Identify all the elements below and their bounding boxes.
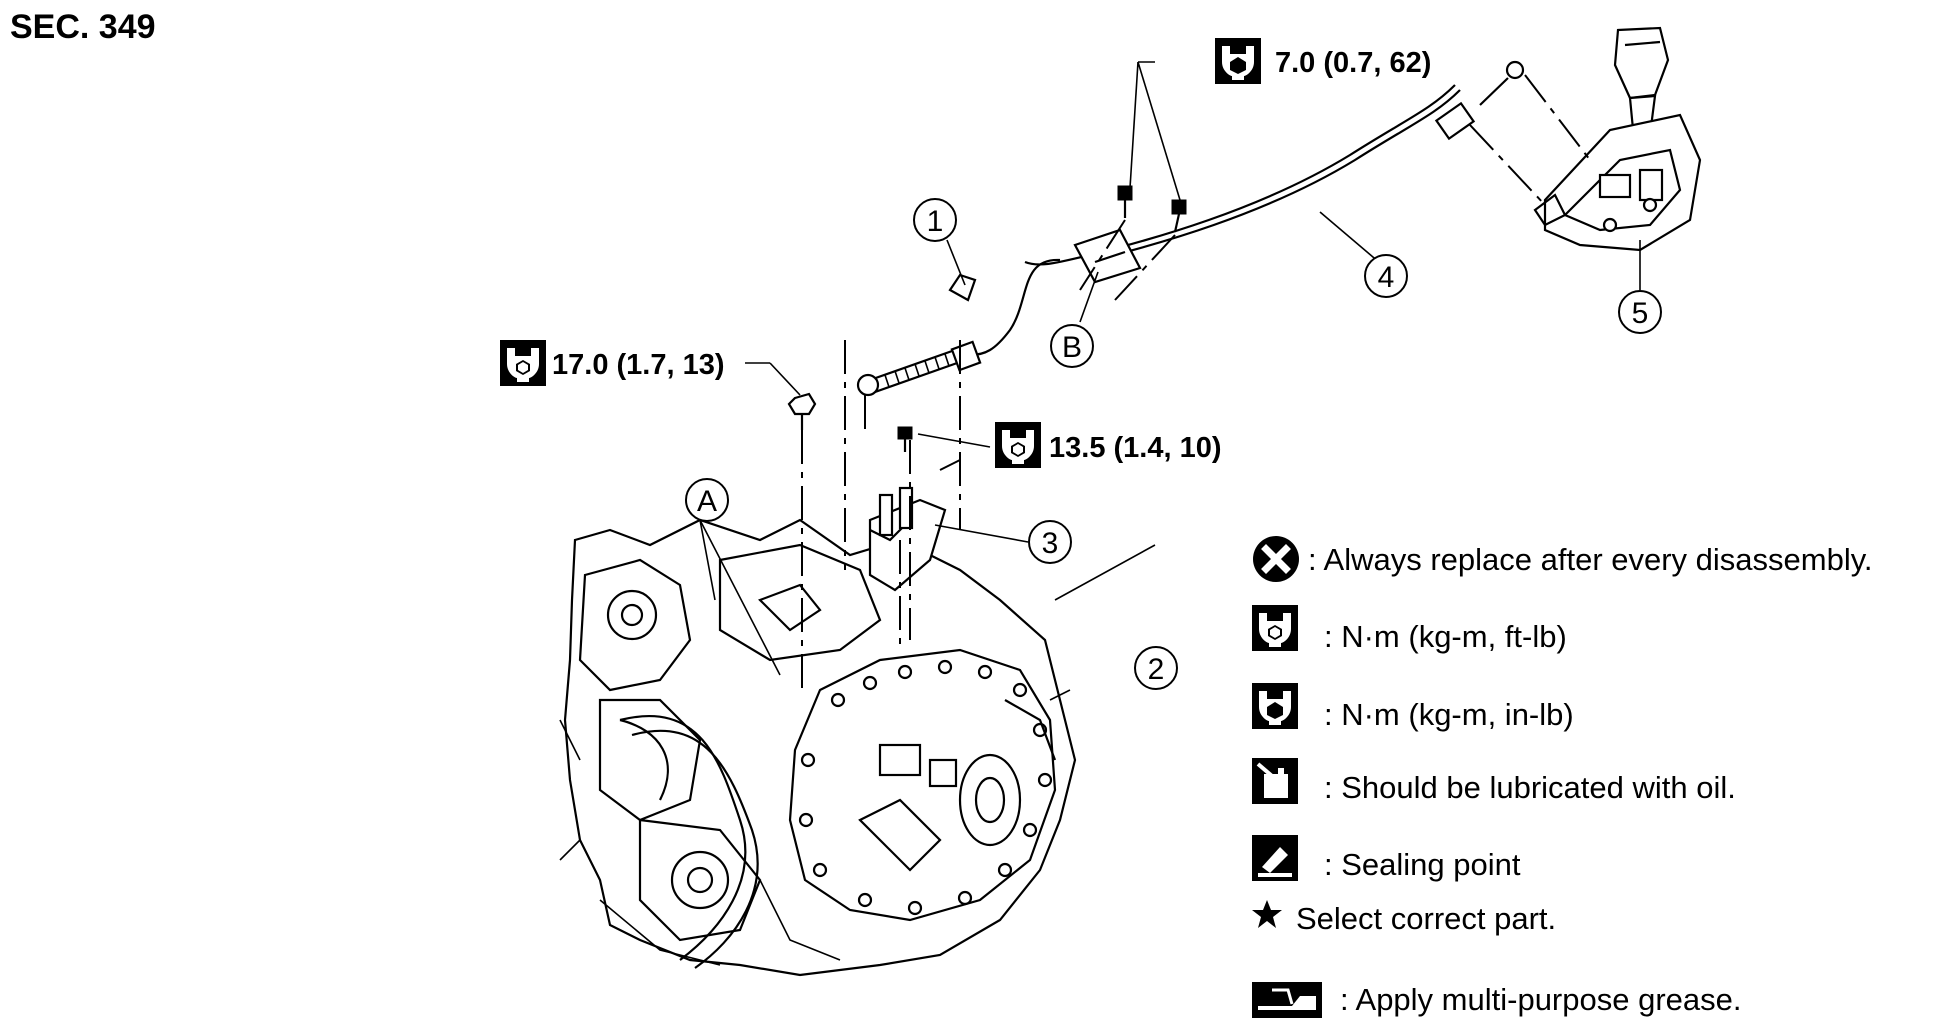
callout-b: B <box>1050 324 1094 368</box>
svg-text:: Should be lubricated with oi: : Should be lubricated with oil. <box>1324 770 1736 805</box>
callout-3: 3 <box>1028 520 1072 564</box>
torque-wrench-ft-lb-icon <box>500 340 546 386</box>
section-title: SEC. 349 <box>10 8 156 46</box>
torque-value: 13.5 (1.4, 10) <box>1049 432 1222 464</box>
svg-text:1: 1 <box>927 205 944 238</box>
svg-text:: Always replace after every d: : Always replace after every disassembly… <box>1308 542 1873 577</box>
svg-text:B: B <box>1062 331 1082 364</box>
callout-2: 2 <box>1134 646 1178 690</box>
svg-text:5: 5 <box>1632 297 1649 330</box>
svg-text:Select correct part.: Select correct part. <box>1296 901 1556 936</box>
callout-1: 1 <box>913 198 957 242</box>
torque-wrench-ft-lb-icon <box>1252 605 1298 651</box>
callout-a: A <box>685 478 729 522</box>
svg-text:: Sealing point: : Sealing point <box>1324 847 1521 882</box>
legend-item-torque-ft-lb: : N·m (kg-m, ft-lb) <box>1252 605 1567 654</box>
svg-text:: N·m (kg-m, in-lb): : N·m (kg-m, in-lb) <box>1324 697 1574 732</box>
svg-text:2: 2 <box>1148 653 1165 686</box>
torque-spec-7-0: 7.0 (0.7, 62) <box>1215 38 1431 84</box>
legend-item-select-part: Select correct part. <box>1252 900 1556 936</box>
legend-item-oil: : Should be lubricated with oil. <box>1252 758 1736 805</box>
torque-spec-13-5: 13.5 (1.4, 10) <box>995 422 1222 468</box>
selector-lever-assembly <box>1533 26 1702 252</box>
legend-item-sealing: : Sealing point <box>1252 835 1521 882</box>
legend-item-torque-in-lb: : N·m (kg-m, in-lb) <box>1252 683 1574 732</box>
transaxle-assembly <box>559 486 1077 977</box>
svg-text:: N·m (kg-m, ft-lb): : N·m (kg-m, ft-lb) <box>1324 619 1567 654</box>
grease-gun-icon <box>1252 982 1322 1018</box>
replace-x-icon <box>1253 536 1299 582</box>
leader-lines <box>699 61 1641 676</box>
callout-4: 4 <box>1364 254 1408 298</box>
star-icon <box>1252 900 1282 928</box>
fasteners <box>787 392 913 452</box>
svg-text:: Apply multi-purpose grease.: : Apply multi-purpose grease. <box>1340 982 1742 1017</box>
legend-item-replace: : Always replace after every disassembly… <box>1253 536 1873 582</box>
torque-wrench-ft-lb-icon <box>995 422 1041 468</box>
symbol-legend: : Always replace after every disassembly… <box>1252 536 1873 1018</box>
torque-wrench-in-lb-icon <box>1252 683 1298 729</box>
sealing-point-icon <box>1252 835 1298 881</box>
oil-can-icon <box>1252 758 1298 804</box>
torque-value: 7.0 (0.7, 62) <box>1275 47 1431 79</box>
torque-wrench-in-lb-icon <box>1215 38 1261 84</box>
svg-text:3: 3 <box>1042 527 1059 560</box>
svg-text:4: 4 <box>1378 261 1395 294</box>
alignment-lines <box>801 74 1591 690</box>
legend-item-grease: : Apply multi-purpose grease. <box>1252 982 1742 1018</box>
svg-text:A: A <box>697 485 717 518</box>
callout-5: 5 <box>1618 290 1662 334</box>
torque-spec-17-0: 17.0 (1.7, 13) <box>500 340 725 386</box>
torque-value: 17.0 (1.7, 13) <box>552 349 725 381</box>
control-cable <box>856 60 1525 397</box>
